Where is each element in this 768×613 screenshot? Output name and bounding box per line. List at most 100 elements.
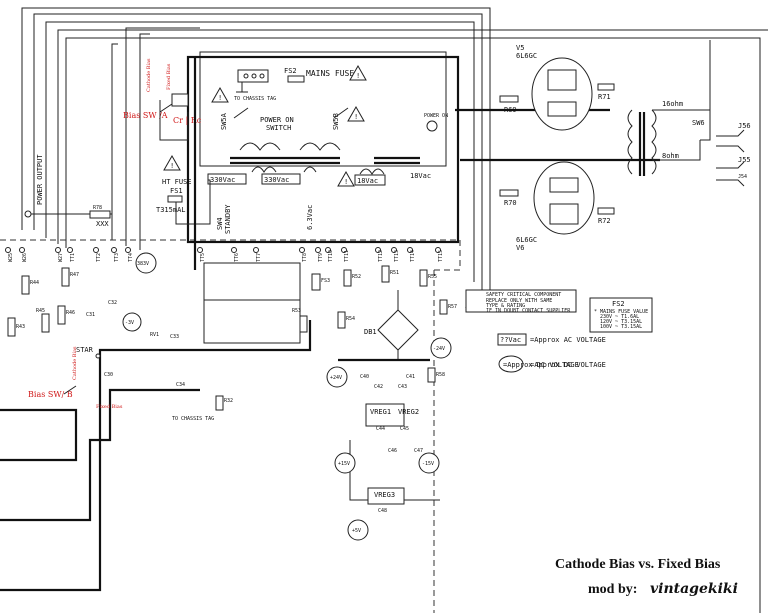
warning-icon: !	[349, 64, 367, 81]
terminal-label: W27	[58, 253, 64, 262]
mid-components: FS3 R53 R54 R52 R51 R55 R57 R58 R32	[215, 265, 457, 411]
j54-label: J54	[738, 174, 747, 180]
terminal-pad	[55, 247, 61, 253]
svg-text:!: !	[170, 162, 174, 170]
comp-label: FS3	[321, 278, 330, 284]
terminal-label: TT11	[344, 250, 350, 262]
comp-label: R51	[390, 270, 399, 276]
c45-label: C45	[400, 426, 409, 432]
terminal-label: TT5	[200, 253, 206, 262]
comp-label: C32	[108, 300, 117, 306]
v63-label: 6.3Vac	[306, 205, 314, 230]
comp-label: R55	[428, 274, 437, 280]
comp-label: R32	[224, 398, 233, 404]
db1-label: DB1	[364, 328, 377, 336]
credit-author: vintagekiki	[650, 581, 738, 597]
comp-label: R47	[70, 272, 79, 278]
v330b-label: 330Vac	[264, 176, 289, 184]
cathode-bias-bottom-label: Cathode Bias	[72, 346, 78, 380]
c40-label: C40	[360, 374, 369, 380]
pcb-boundary	[0, 239, 461, 613]
fs2-row: 120V ~ T3.15AL	[600, 319, 642, 325]
comp-label: R46	[66, 310, 75, 316]
power-on-indicator: POWER ON	[424, 113, 448, 132]
terminal-label: TT8	[302, 253, 308, 262]
v18a-label: 18Vac	[357, 177, 378, 185]
terminal-label: TT4	[128, 253, 134, 262]
terminal-label: TT10	[328, 250, 334, 262]
bridge-rectifier: DB1	[364, 290, 419, 360]
safety-line-2: REPLACE ONLY WITH SAME	[486, 298, 552, 304]
terminal-label: W26	[22, 253, 28, 262]
power-on-label: POWER ON	[424, 113, 448, 119]
r69-label: R69	[504, 106, 517, 114]
cathode-bias-label: Cathode Bias	[146, 58, 152, 92]
plus5v-label: +5V	[352, 528, 361, 534]
warning-icon: !	[337, 170, 355, 187]
svg-text:!: !	[218, 94, 222, 102]
terminal-pad	[375, 247, 381, 253]
v6-label: V6	[516, 244, 524, 252]
j55-label: J55	[738, 156, 751, 164]
comp-label: RV1	[150, 332, 159, 338]
terminal-label: TT7	[256, 253, 262, 262]
c44-label: C44	[376, 426, 385, 432]
voltage-marker	[135, 252, 157, 274]
sw5b-label: SW5B	[332, 113, 340, 130]
c41-label: C41	[406, 374, 415, 380]
fs1-label: FS1	[170, 187, 183, 195]
c42-label: C42	[374, 384, 383, 390]
terminal-pad	[197, 247, 203, 253]
secondary-voltages: 330Vac 330Vac 18Vac 18Vac 6.3Vac	[207, 172, 431, 230]
svg-text:!: !	[354, 113, 358, 121]
terminal-pad	[19, 247, 25, 253]
terminal-label: TT15	[438, 250, 444, 262]
terminal-label: TT14	[410, 250, 416, 262]
title-label: Cathode Bias vs. Fixed Bias	[555, 557, 721, 572]
j56-label: J56	[738, 122, 751, 130]
safety-note: SAFETY CRITICAL COMPONENT REPLACE ONLY W…	[465, 289, 577, 314]
speaker-jacks: J56 J55 J54	[716, 122, 751, 187]
fs2-table-title: FS2	[612, 300, 625, 308]
comp-label: C34	[176, 382, 185, 388]
comp-label: R52	[352, 274, 361, 280]
terminal-label: TT2	[96, 253, 102, 262]
cr-rc-label: Cr | Rc	[173, 116, 202, 125]
v383-label: 383V	[137, 261, 149, 267]
standby-label: STANDBY	[224, 204, 232, 234]
transformer-bars	[230, 156, 420, 175]
fs2-table: FS2 * MAINS FUSE VALUE 230V ~ T1.6AL 120…	[589, 297, 653, 333]
v330a-label: 330Vac	[210, 176, 235, 184]
ht-fuse-group: HT FUSE FS1 T315mAL SW4 STANDBY	[156, 178, 232, 234]
xxx-label: XXX	[96, 220, 109, 228]
terminal-pad	[231, 247, 237, 253]
c46-label: C46	[388, 448, 397, 454]
vreg1-label: VREG1	[370, 408, 391, 416]
terminal-label: TT1	[70, 253, 76, 262]
ht-fuse-label: HT FUSE	[162, 178, 192, 186]
svg-text:!: !	[356, 72, 360, 80]
output-transformer: 16ohm 8ohm SW6	[627, 100, 711, 176]
mains-inlet: TO CHASSIS TAG FS2 MAINS FUSE	[234, 67, 354, 102]
terminal-pad	[391, 247, 397, 253]
terminal-pad	[67, 247, 73, 253]
terminal-pad	[93, 247, 99, 253]
comp-label: C31	[86, 312, 95, 318]
sw4-label: SW4	[216, 217, 224, 230]
terminal-label: W25	[8, 253, 14, 262]
warning-icon: !	[347, 105, 365, 122]
terminal-label: TT9	[318, 253, 324, 262]
tube-bot-label: 6L6GC	[516, 236, 537, 244]
terminal-label: TT13	[394, 250, 400, 262]
comp-label: R57	[448, 304, 457, 310]
warning-icon: !	[211, 86, 229, 103]
r71-label: R71	[598, 93, 611, 101]
comp-label: C30	[104, 372, 113, 378]
comp-label: R43	[16, 324, 25, 330]
tube-top-label: 6L6GC	[516, 52, 537, 60]
comp-label: R44	[30, 280, 39, 286]
voltage-legend: ??Vac =Approx AC VOLTAGE =Approx DC VOLT…	[497, 333, 606, 373]
fixed-bias-label: Fixed Bias	[166, 63, 172, 90]
sw5a-label: SW5A	[220, 112, 228, 130]
